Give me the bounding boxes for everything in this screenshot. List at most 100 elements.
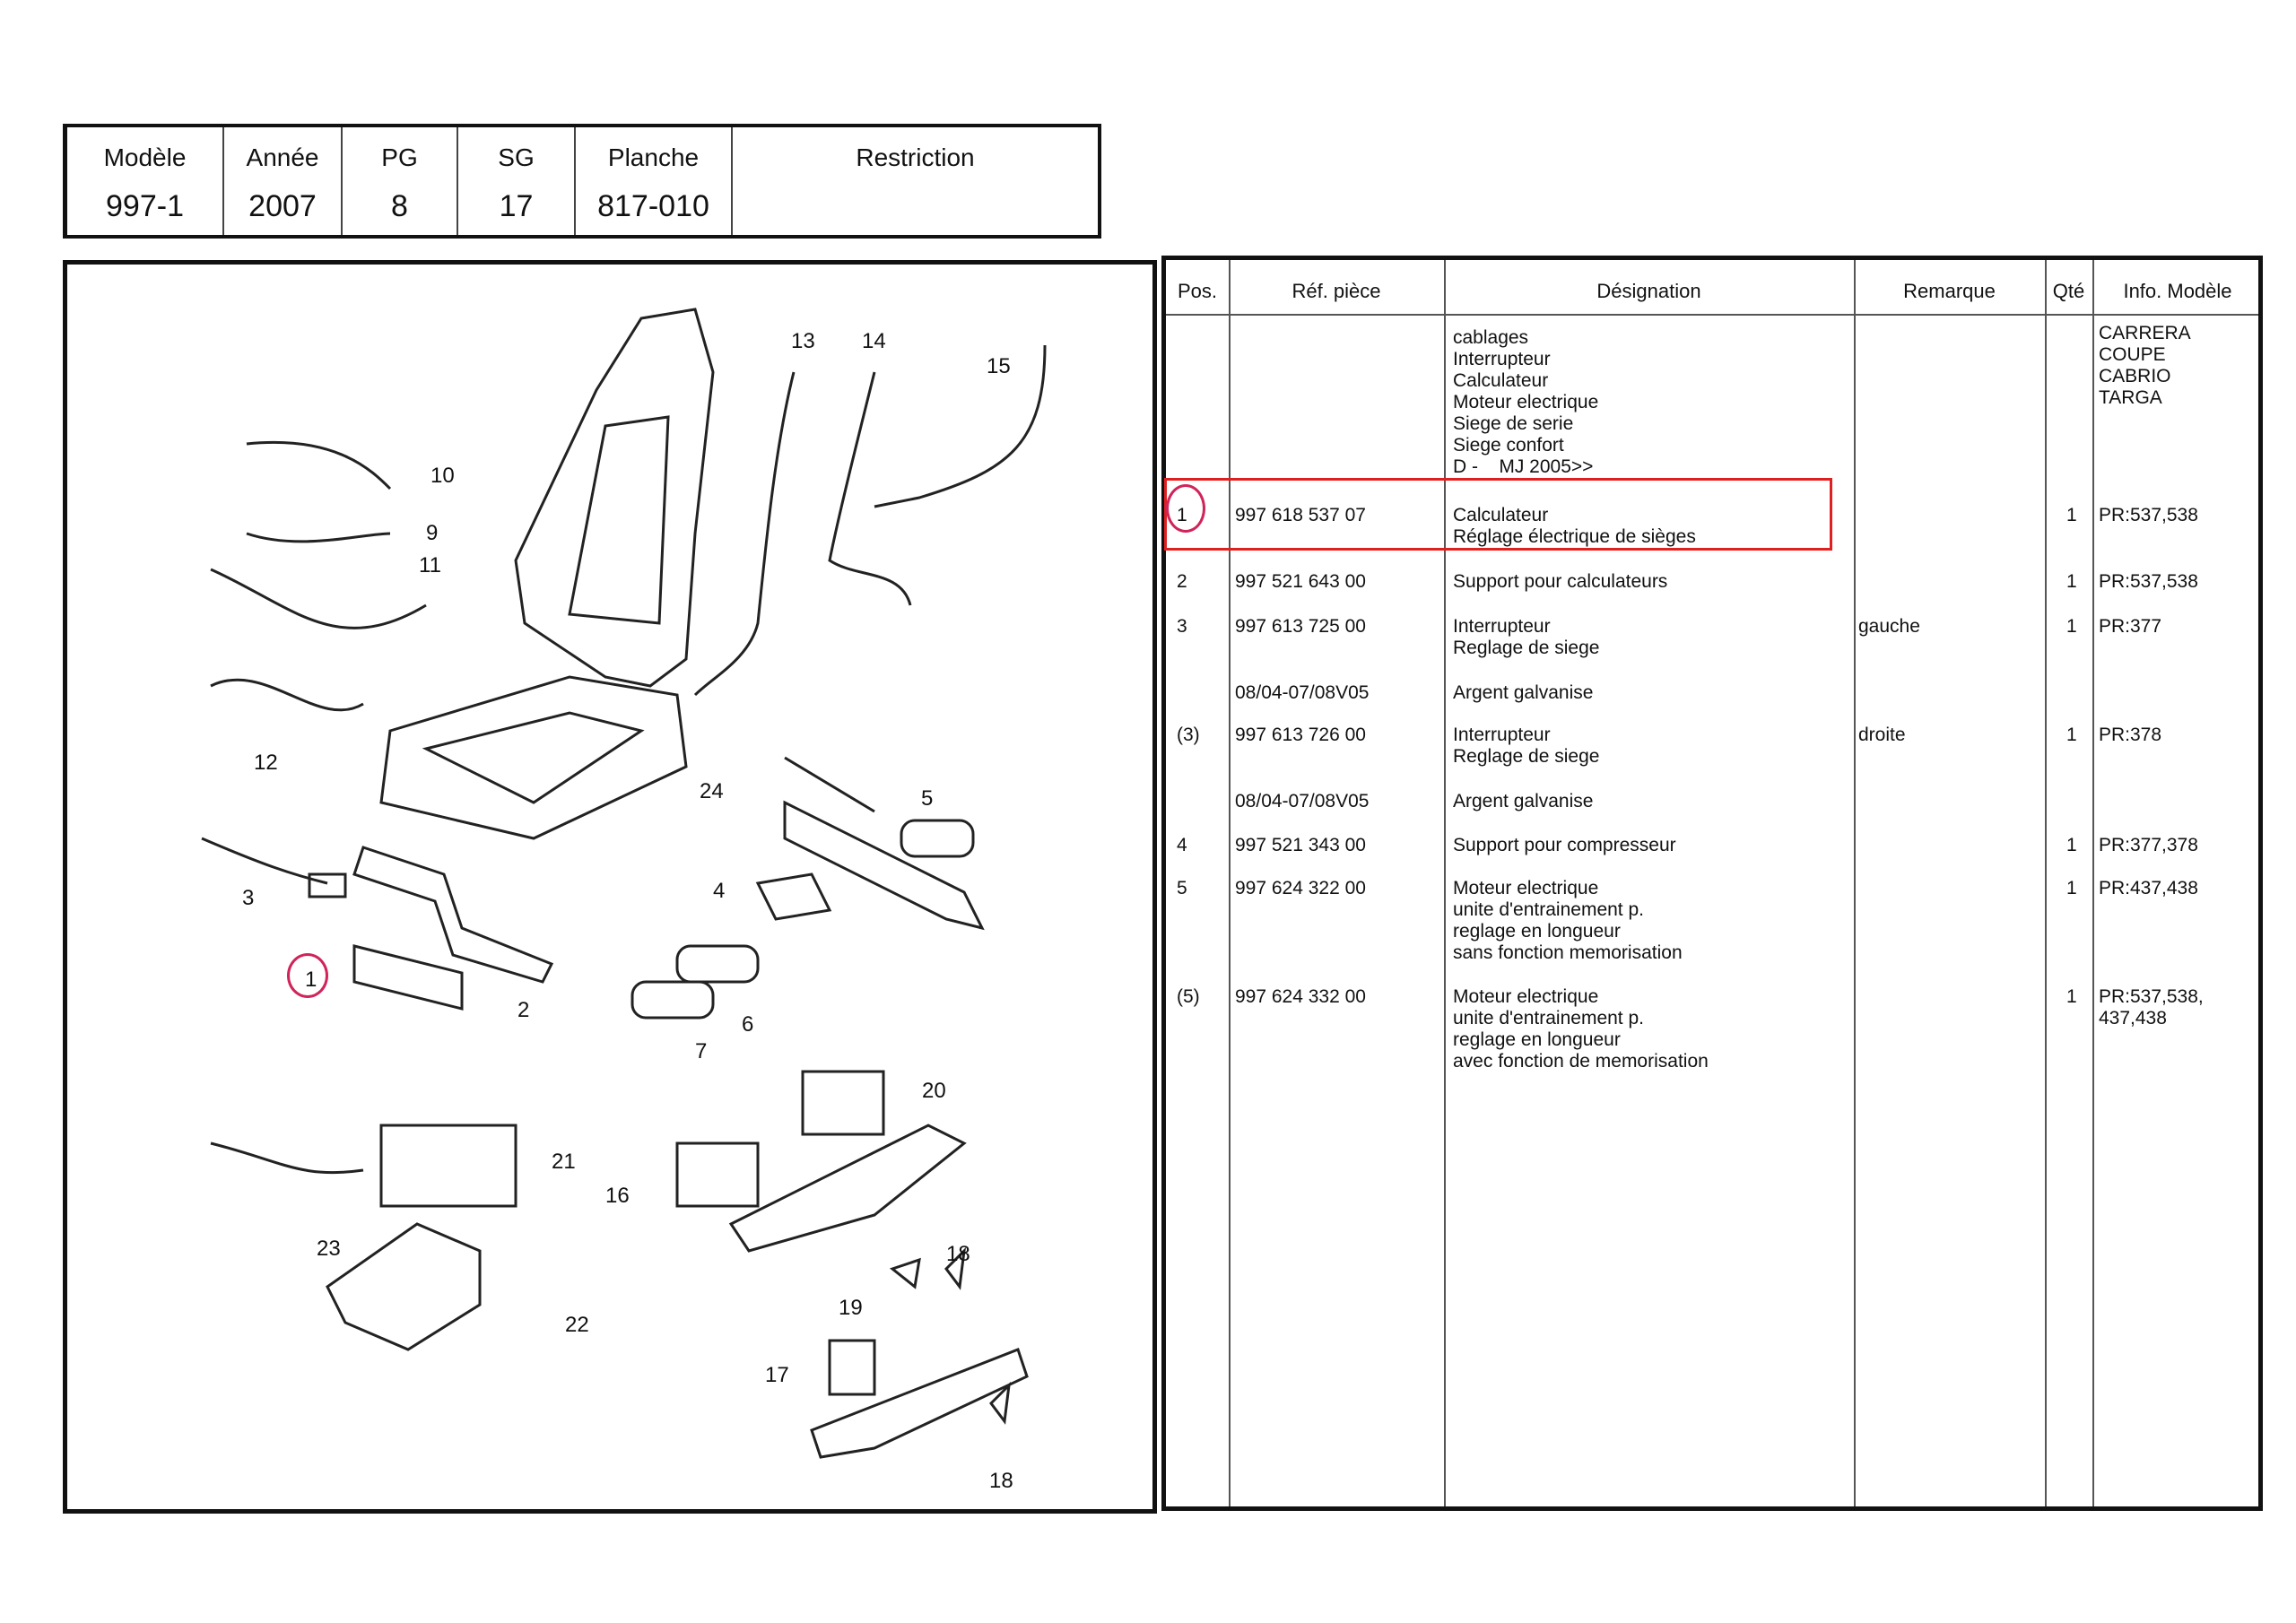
cell-pos: (3) bbox=[1177, 725, 1200, 745]
divider bbox=[1854, 260, 1856, 1506]
header-label: Année bbox=[246, 143, 319, 171]
control-unit-1 bbox=[352, 944, 464, 1011]
harness-23 bbox=[210, 1141, 364, 1175]
cell-info: PR:377 bbox=[2099, 616, 2162, 637]
harness-12 bbox=[210, 678, 364, 712]
motor-7 bbox=[631, 980, 715, 1020]
col-header-ref: Réf. pièce bbox=[1292, 280, 1381, 302]
support-bracket-2 bbox=[352, 846, 554, 984]
exploded-diagram: 13 14 15 10 9 11 12 24 5 3 4 1 2 6 7 20 … bbox=[63, 260, 1157, 1514]
callout: 4 bbox=[713, 879, 726, 903]
header-model: Modèle 997-1 bbox=[67, 127, 224, 235]
cell-pos: 3 bbox=[1177, 616, 1187, 637]
cell-designation: Argent galvanise bbox=[1453, 791, 1594, 812]
callout: 24 bbox=[700, 779, 724, 803]
cell-designation: Argent galvanise bbox=[1453, 682, 1594, 703]
cell-designation: Interrupteur Reglage de siege bbox=[1453, 725, 1600, 767]
cell-designation: Moteur electrique unite d'entrainement p… bbox=[1453, 878, 1683, 963]
callout: 18 bbox=[946, 1242, 970, 1266]
header-label: Modèle bbox=[103, 143, 187, 171]
callout: 12 bbox=[254, 751, 278, 775]
cell-ref: 997 521 643 00 bbox=[1235, 571, 1366, 592]
callout: 17 bbox=[765, 1363, 789, 1387]
header-label: PG bbox=[381, 143, 418, 171]
callout: 18 bbox=[989, 1469, 1013, 1493]
general-designation: cablages Interrupteur Calculateur Moteur… bbox=[1453, 327, 1599, 477]
cell-qte: 1 bbox=[2066, 571, 2077, 592]
cell-remarque: gauche bbox=[1858, 616, 1920, 637]
cell-ref: 997 618 537 07 bbox=[1235, 505, 1366, 525]
callout: 10 bbox=[430, 464, 455, 488]
seat-base-frame bbox=[379, 675, 688, 840]
callout: 9 bbox=[426, 521, 439, 545]
callout: 2 bbox=[517, 998, 530, 1022]
cell-qte: 1 bbox=[2066, 878, 2077, 898]
switch-17 bbox=[828, 1339, 876, 1396]
col-header-pos: Pos. bbox=[1177, 280, 1218, 302]
header-label: Restriction bbox=[856, 143, 975, 171]
callout: 3 bbox=[242, 886, 255, 910]
header-value: 997-1 bbox=[106, 189, 184, 223]
callout: 11 bbox=[419, 553, 441, 577]
bracket-4 bbox=[755, 872, 832, 921]
harness-9 bbox=[246, 532, 391, 543]
cell-designation: Moteur electrique unite d'entrainement p… bbox=[1453, 986, 1709, 1072]
cell-info: PR:537,538 bbox=[2099, 505, 2198, 525]
seat-back-frame bbox=[514, 308, 715, 688]
cell-info: PR:437,438 bbox=[2099, 878, 2198, 898]
motor-6 bbox=[675, 944, 760, 984]
harness-11 bbox=[210, 568, 427, 629]
header-value: 17 bbox=[499, 189, 534, 223]
cell-ref: 997 521 343 00 bbox=[1235, 835, 1366, 855]
cell-info: PR:537,538 bbox=[2099, 571, 2198, 592]
cell-designation: Interrupteur Reglage de siege bbox=[1453, 616, 1600, 658]
cell-qte: 1 bbox=[2066, 505, 2077, 525]
col-header-qte: Qté bbox=[2052, 280, 2085, 302]
cell-remarque: droite bbox=[1858, 725, 1906, 745]
ring-18b bbox=[944, 1246, 967, 1290]
callout: 21 bbox=[552, 1150, 576, 1174]
callout: 19 bbox=[839, 1296, 863, 1320]
parts-table: Pos. Réf. pièce Désignation Remarque Qté… bbox=[1161, 256, 2263, 1511]
header-pg: PG 8 bbox=[343, 127, 458, 235]
cell-info: PR:377,378 bbox=[2099, 835, 2198, 855]
cell-ref: 997 613 725 00 bbox=[1235, 616, 1366, 637]
cell-qte: 1 bbox=[2066, 725, 2077, 745]
header-value: 8 bbox=[391, 189, 408, 223]
switch-3 bbox=[308, 872, 347, 898]
rod-24 bbox=[784, 756, 875, 813]
callout: 14 bbox=[862, 329, 886, 353]
motor-5 bbox=[900, 819, 975, 858]
harness-15 bbox=[874, 344, 1047, 508]
header-label: SG bbox=[498, 143, 535, 171]
cell-designation: Support pour compresseur bbox=[1453, 835, 1676, 855]
callout: 22 bbox=[565, 1313, 589, 1337]
highlight-circle-pos-1 bbox=[1166, 484, 1205, 533]
cell-qte: 1 bbox=[2066, 616, 2077, 637]
header-value: 2007 bbox=[248, 189, 317, 223]
callout: 23 bbox=[317, 1237, 341, 1261]
unit-21 bbox=[379, 1124, 517, 1208]
callout: 15 bbox=[987, 354, 1011, 378]
switch-cable-3 bbox=[201, 837, 328, 885]
ring-18a bbox=[889, 1257, 921, 1289]
callout: 6 bbox=[742, 1012, 754, 1037]
cell-pos: (5) bbox=[1177, 986, 1200, 1007]
harness-10 bbox=[246, 441, 392, 490]
cell-info: PR:378 bbox=[2099, 725, 2162, 745]
cell-ref: 997 624 332 00 bbox=[1235, 986, 1366, 1007]
trim-panel-lower bbox=[810, 1348, 1029, 1459]
cell-ref: 08/04-07/08V05 bbox=[1235, 682, 1370, 703]
cell-designation: Support pour calculateurs bbox=[1453, 571, 1668, 592]
divider bbox=[1444, 260, 1446, 1506]
header-year: Année 2007 bbox=[224, 127, 343, 235]
cell-qte: 1 bbox=[2066, 835, 2077, 855]
col-header-info: Info. Modèle bbox=[2123, 280, 2232, 302]
callout: 16 bbox=[605, 1184, 630, 1208]
ring-18c bbox=[989, 1381, 1012, 1425]
divider bbox=[2092, 260, 2094, 1506]
cell-info: PR:537,538, 437,438 bbox=[2099, 986, 2204, 1028]
switch-20 bbox=[801, 1070, 885, 1136]
cell-qte: 1 bbox=[2066, 986, 2077, 1007]
